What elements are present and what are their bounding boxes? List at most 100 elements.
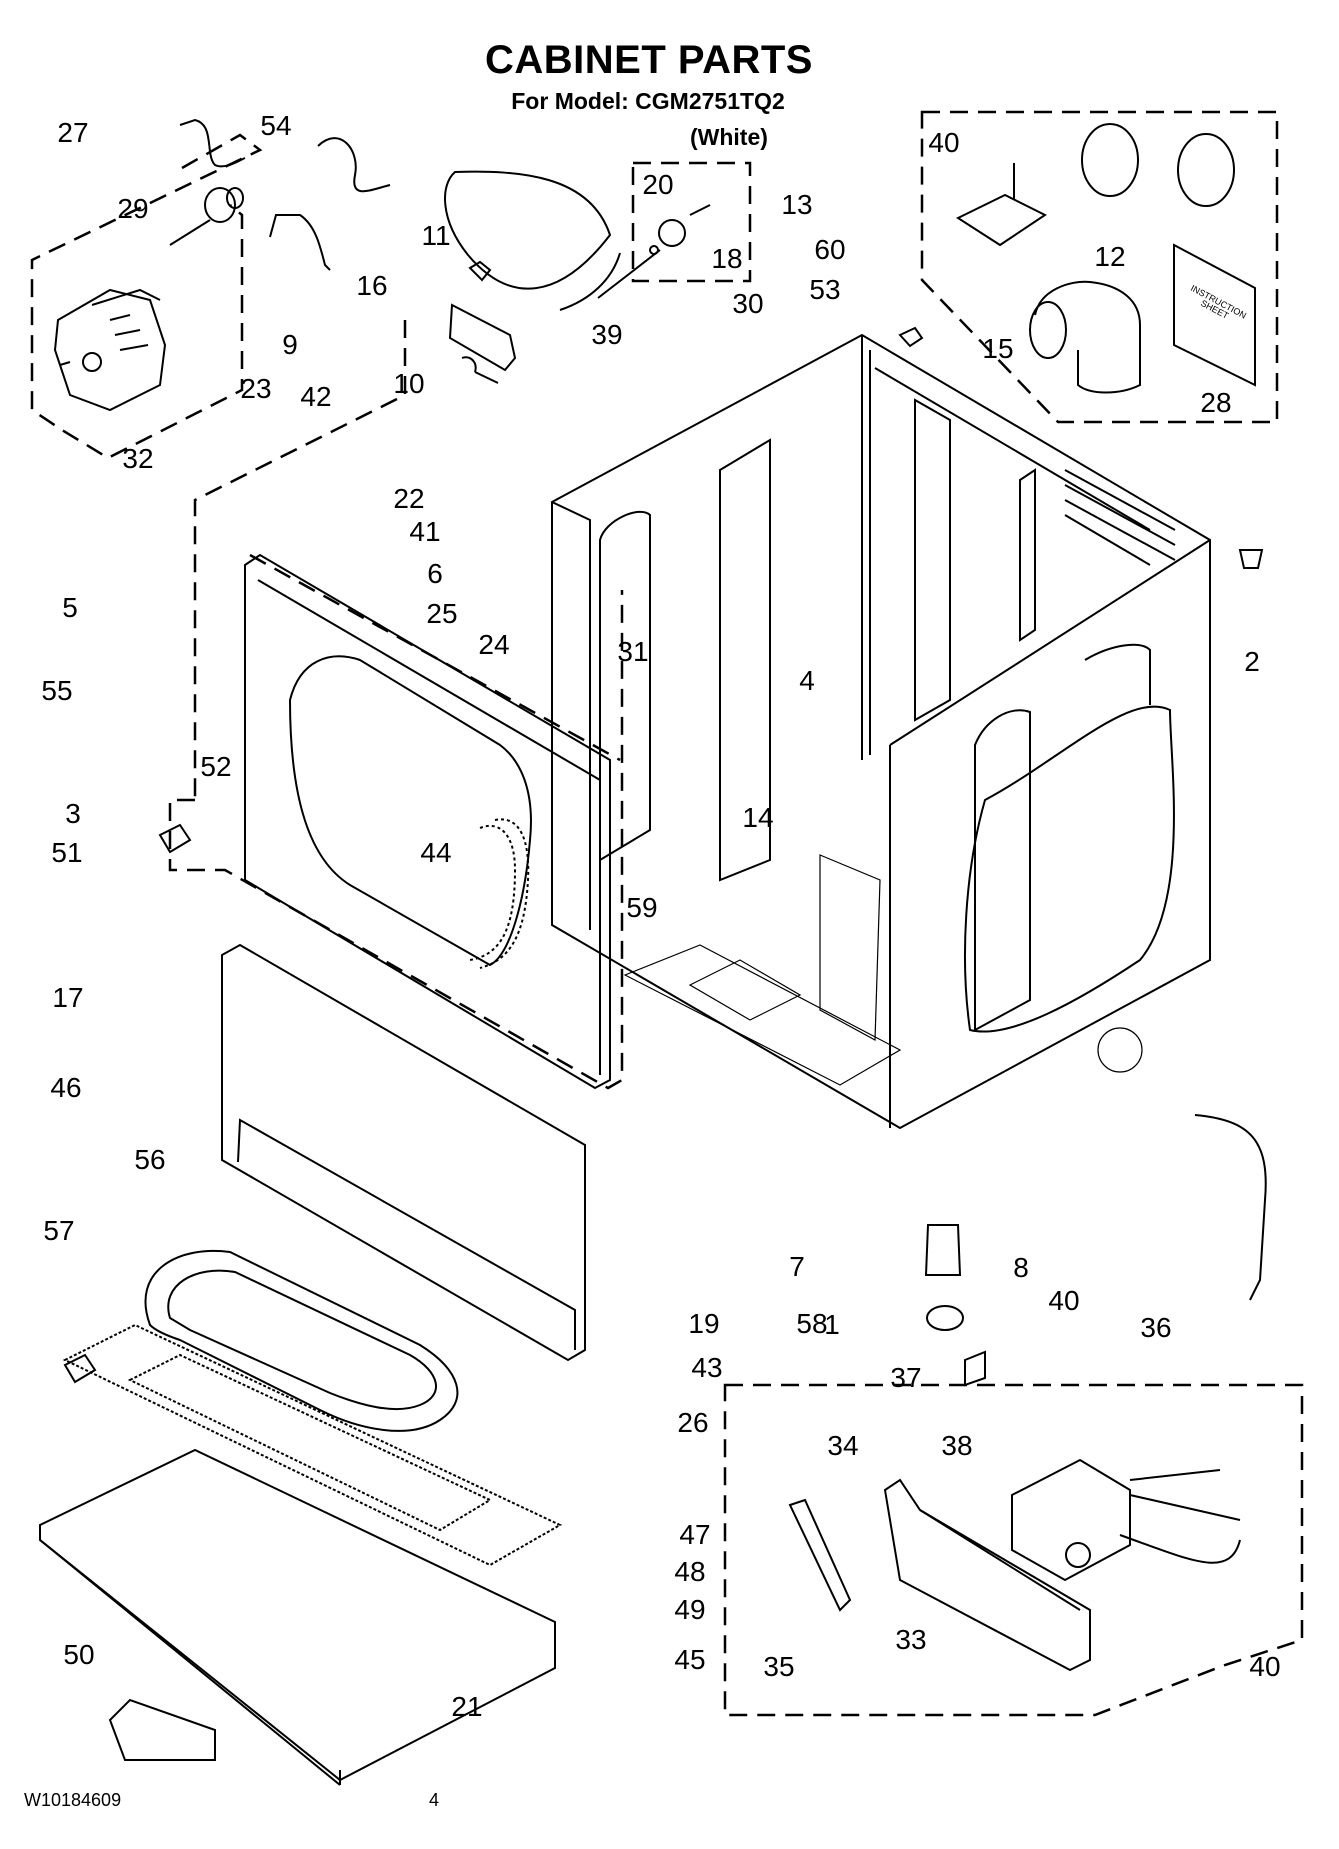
leveling-leg xyxy=(924,1224,962,1276)
callout-12: 12 xyxy=(1094,241,1126,272)
idler-bracket xyxy=(448,303,517,372)
callout-56: 56 xyxy=(134,1144,166,1175)
callout-34: 34 xyxy=(827,1430,859,1461)
drive-motor xyxy=(53,288,167,412)
front-panel-group-outline xyxy=(168,320,624,1090)
callout-39: 39 xyxy=(591,319,623,350)
wire-clip xyxy=(964,1350,986,1387)
callout-42: 42 xyxy=(300,381,332,412)
toe-panel xyxy=(221,943,586,1362)
callout-59: 59 xyxy=(626,892,658,923)
callout-19: 19 xyxy=(688,1308,720,1339)
page-number: 4 xyxy=(429,1790,440,1810)
callout-1: 1 xyxy=(824,1309,840,1340)
model-number: For Model: CGM2751TQ2 xyxy=(511,88,785,114)
callout-6: 6 xyxy=(427,558,443,589)
callout-46: 46 xyxy=(50,1072,82,1103)
document-number: W10184609 xyxy=(24,1790,122,1810)
idler-bolt xyxy=(468,260,492,282)
callout-3: 3 xyxy=(65,798,81,829)
callout-49: 49 xyxy=(674,1594,706,1625)
leg-cap xyxy=(926,1305,964,1331)
callout-13: 13 xyxy=(781,189,813,220)
callout-40-mid: 40 xyxy=(1048,1285,1080,1316)
gas-valve xyxy=(1011,1458,1241,1582)
callout-22: 22 xyxy=(393,483,425,514)
callout-27: 27 xyxy=(57,117,89,148)
callout-48: 48 xyxy=(674,1556,706,1587)
drum-belt xyxy=(444,170,612,290)
flame-sensor xyxy=(788,1498,852,1612)
callout-4: 4 xyxy=(799,665,815,696)
callout-25: 25 xyxy=(426,598,458,629)
gas-valve-group-outline xyxy=(723,1383,1304,1717)
callout-44: 44 xyxy=(420,837,452,868)
callout-11: 11 xyxy=(421,220,451,251)
grommet-2 xyxy=(1238,549,1264,569)
motor-assembly-group-outline xyxy=(30,133,263,460)
callout-15: 15 xyxy=(982,333,1014,364)
callout-21: 21 xyxy=(451,1691,483,1722)
idler-spring xyxy=(461,356,499,384)
callout-24: 24 xyxy=(478,629,510,660)
dryer-cabinet xyxy=(551,333,1211,1130)
callout-57: 57 xyxy=(43,1215,75,1246)
callout-14: 14 xyxy=(742,802,774,833)
callout-23: 23 xyxy=(240,373,272,404)
callout-54: 54 xyxy=(260,110,292,141)
burner-assembly xyxy=(883,1478,1091,1672)
callout-36: 36 xyxy=(1140,1312,1172,1343)
callout-40-top: 40 xyxy=(928,127,960,158)
wire-harness-16 xyxy=(317,137,391,193)
callout-7: 7 xyxy=(789,1251,805,1282)
callout-45: 45 xyxy=(674,1644,706,1675)
access-cover-plate xyxy=(955,193,1047,247)
callout-35: 35 xyxy=(763,1651,795,1682)
callout-28: 28 xyxy=(1200,387,1232,418)
callout-37: 37 xyxy=(890,1362,922,1393)
callout-10: 10 xyxy=(393,368,425,399)
vent-elbow xyxy=(1034,280,1141,394)
callout-40-bottom: 40 xyxy=(1249,1651,1281,1682)
callout-51: 51 xyxy=(51,837,83,868)
callout-26: 26 xyxy=(677,1407,709,1438)
callout-2: 2 xyxy=(1244,646,1260,677)
door-seal xyxy=(469,818,530,969)
callout-9: 9 xyxy=(282,329,298,360)
idler-pulley xyxy=(658,219,686,247)
clip-57 xyxy=(63,1353,97,1384)
motor-clamp xyxy=(269,214,331,271)
vent-cap xyxy=(1081,123,1139,197)
callout-20: 20 xyxy=(642,169,674,200)
page-title: CABINET PARTS xyxy=(485,38,813,82)
callout-8: 8 xyxy=(1013,1252,1029,1283)
power-cord xyxy=(1194,1114,1267,1301)
accessory-kit-group-outline xyxy=(920,110,1279,424)
callout-60: 60 xyxy=(814,234,846,265)
base-pan xyxy=(39,1448,556,1786)
callout-52: 52 xyxy=(200,751,232,782)
callout-50: 50 xyxy=(63,1639,95,1670)
callout-43: 43 xyxy=(691,1352,723,1383)
callout-41: 41 xyxy=(409,516,441,547)
callout-30: 30 xyxy=(732,288,764,319)
idler-pulley-group-outline xyxy=(631,161,752,283)
callout-16: 16 xyxy=(356,270,388,301)
motor-pulley xyxy=(169,187,244,246)
instruction-sheet xyxy=(1173,243,1256,387)
vent-cap-2 xyxy=(1177,133,1235,207)
vent-screw xyxy=(898,326,924,348)
callout-47: 47 xyxy=(679,1519,711,1550)
callout-17: 17 xyxy=(52,982,84,1013)
callout-33: 33 xyxy=(895,1624,927,1655)
callout-32: 32 xyxy=(122,443,154,474)
model-color: (White) xyxy=(690,124,768,150)
callout-31: 31 xyxy=(617,636,649,667)
door-strike xyxy=(158,823,192,854)
front-bulkhead xyxy=(62,1323,563,1567)
callout-5: 5 xyxy=(62,592,78,623)
drum-seal xyxy=(144,1249,459,1432)
callout-29: 29 xyxy=(117,193,149,224)
callout-38: 38 xyxy=(941,1430,973,1461)
callout-55: 55 xyxy=(41,675,73,706)
